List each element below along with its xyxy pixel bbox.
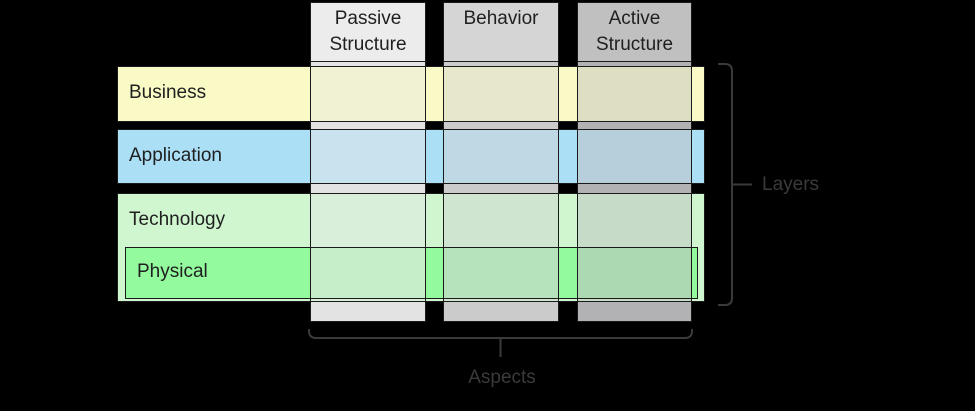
cell-application-behavior (442, 130, 559, 183)
column-header-active-structure: Active Structure (577, 2, 692, 62)
layers-bracket (718, 63, 752, 306)
row-physical-label: Physical (137, 261, 208, 282)
column-header-passive-structure-label: Passive Structure (329, 8, 407, 55)
row-business: Business (117, 66, 705, 122)
row-physical: Physical (125, 247, 698, 299)
column-header-behavior-label: Behavior (463, 8, 539, 29)
cell-business-passive (309, 67, 426, 121)
layers-label: Layers (762, 174, 820, 195)
column-header-active-structure-label: Active Structure (595, 8, 674, 55)
cell-business-behavior (442, 67, 559, 121)
row-technology-label: Technology (129, 209, 226, 230)
aspects-label: Aspects (468, 367, 536, 388)
cell-physical-passive (309, 248, 426, 298)
row-application-label: Application (129, 145, 222, 166)
cell-business-active (576, 67, 692, 121)
column-header-behavior: Behavior (443, 2, 559, 62)
row-application: Application (117, 129, 705, 184)
cell-application-passive (309, 130, 426, 183)
cell-application-active (576, 130, 692, 183)
column-header-passive-structure: Passive Structure (310, 2, 426, 62)
cell-physical-behavior (442, 248, 559, 298)
aspects-bracket (308, 329, 693, 357)
cell-physical-active (576, 248, 692, 298)
row-business-label: Business (129, 82, 207, 103)
